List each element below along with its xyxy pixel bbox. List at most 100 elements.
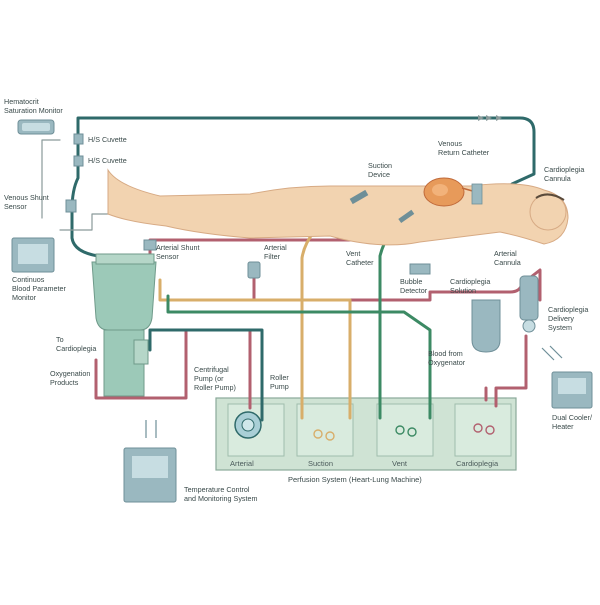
cardioplegia-delivery-line bbox=[494, 334, 528, 408]
reservoir-lid-icon bbox=[95, 253, 155, 265]
label-roller-pump-1: Roller bbox=[270, 373, 289, 382]
label-arterial-shunt-2: Sensor bbox=[156, 252, 179, 261]
patient-figure bbox=[107, 168, 569, 246]
double-arrow-icon bbox=[145, 420, 157, 438]
hematocrit-display-icon bbox=[22, 123, 50, 131]
label-venous-shunt-2: Sensor bbox=[4, 202, 27, 211]
cardioplegia-line bbox=[252, 268, 542, 302]
perfusion-machine: Arterial Suction Vent Cardioplegia bbox=[215, 397, 517, 471]
label-vent-catheter-2: Catheter bbox=[346, 258, 374, 267]
pump-to-oxygenator-line bbox=[148, 328, 264, 422]
suction-device-icon bbox=[349, 189, 369, 205]
hs-cuvette-1-icon bbox=[73, 133, 84, 145]
dual-cooler-screen-icon bbox=[558, 378, 586, 394]
bubble-detector-icon bbox=[409, 263, 431, 275]
label-to-cardioplegia-1: To bbox=[56, 335, 64, 344]
label-venous-return-1: Venous bbox=[438, 139, 462, 148]
cardioplegia-pump-roller-icon bbox=[485, 425, 495, 435]
label-arterial-filter-1: Arterial bbox=[264, 243, 287, 252]
label-bubble-detector-1: Bubble bbox=[400, 277, 422, 286]
label-dual-cooler-2: Heater bbox=[552, 422, 574, 431]
label-hematocrit-1: Hematocrit bbox=[4, 97, 39, 106]
temperature-screen-icon bbox=[132, 456, 168, 478]
label-blood-from-oxygenator-1: Blood from bbox=[428, 349, 463, 358]
label-suction-device-1: Suction bbox=[368, 161, 392, 170]
label-cardioplegia-delivery-1: Cardioplegia bbox=[548, 305, 588, 314]
label-blood-monitor-1: Continuos bbox=[12, 275, 45, 284]
cardioplegia-delivery-icon bbox=[519, 275, 539, 321]
vent-catheter-icon bbox=[398, 209, 415, 224]
cardioplegia-pump-icon bbox=[473, 423, 483, 433]
label-perfusion-system: Perfusion System (Heart-Lung Machine) bbox=[288, 475, 422, 484]
label-to-cardioplegia-2: Cardioplegia bbox=[56, 344, 96, 353]
label-temperature-2: and Monitoring System bbox=[184, 494, 258, 503]
flow-arrows bbox=[478, 115, 502, 121]
label-centrifugal-pump-1: Centrifugal bbox=[194, 365, 229, 374]
label-blood-from-oxygenator-2: Oxygenator bbox=[428, 358, 466, 367]
label-venous-return-2: Return Catheter bbox=[438, 148, 490, 157]
vent-line bbox=[378, 220, 406, 420]
label-oxygenation-1: Oxygenation bbox=[50, 369, 90, 378]
double-arrow-icon bbox=[486, 115, 492, 121]
suction-pump-icon bbox=[313, 429, 323, 439]
label-cardioplegia-delivery-2: Delivery bbox=[548, 314, 574, 323]
patient-body bbox=[107, 168, 569, 246]
venous-shunt-cable bbox=[59, 213, 111, 231]
label-temperature-1: Temperature Control bbox=[184, 485, 250, 494]
label-arterial-shunt-1: Arterial Shunt bbox=[156, 243, 200, 252]
arterial-filter-icon bbox=[247, 261, 261, 279]
label-roller-pump-2: Pump bbox=[270, 382, 289, 391]
cardioplegia-chamber-icon bbox=[522, 319, 536, 333]
label-blood-monitor-3: Monitor bbox=[12, 293, 37, 302]
label-arterial-cannula-1: Arterial bbox=[494, 249, 517, 258]
label-bubble-detector-2: Detector bbox=[400, 286, 428, 295]
label-venous-shunt-1: Venous Shunt bbox=[4, 193, 49, 202]
blood-from-oxygenator-line bbox=[166, 294, 432, 420]
reservoir-icon bbox=[91, 261, 157, 331]
patient-head bbox=[529, 193, 567, 231]
devices bbox=[11, 119, 593, 503]
label-cardioplegia-solution-2: Solution bbox=[450, 286, 476, 295]
label-cardioplegia-cannula-1: Cardioplegia bbox=[544, 165, 584, 174]
centrifugal-pump-hub-icon bbox=[241, 418, 255, 432]
double-arrow-icon bbox=[541, 345, 563, 361]
label-cardioplegia-cannula-2: Cannula bbox=[544, 174, 571, 183]
oxygenator-outflow-line bbox=[94, 328, 252, 410]
hematocrit-cable bbox=[41, 139, 61, 219]
venous-return-line bbox=[76, 116, 536, 186]
label-cardioplegia-solution-1: Cardioplegia bbox=[450, 277, 490, 286]
cardioplegia-solution-bag-icon bbox=[471, 299, 501, 353]
label-hematocrit-2: Saturation Monitor bbox=[4, 106, 63, 115]
cardioplegia-section bbox=[454, 403, 512, 457]
oxygenator-heat-exchanger-icon bbox=[133, 339, 149, 365]
label-centrifugal-pump-2: Pump (or bbox=[194, 374, 224, 383]
vent-section bbox=[376, 403, 434, 457]
venous-shunt-sensor-icon bbox=[65, 199, 77, 213]
vent-pump-icon bbox=[395, 425, 405, 435]
labels: Hematocrit Saturation Monitor H/S Cuvett… bbox=[4, 97, 592, 503]
label-vent-catheter-1: Vent bbox=[346, 249, 360, 258]
hs-cuvette-2-icon bbox=[73, 155, 84, 167]
machine-section-label-vent: Vent bbox=[392, 459, 408, 468]
label-centrifugal-pump-3: Roller Pump) bbox=[194, 383, 236, 392]
suction-section bbox=[296, 403, 354, 457]
suction-pump-roller-icon bbox=[325, 431, 335, 441]
label-cardioplegia-delivery-3: System bbox=[548, 323, 572, 332]
label-blood-monitor-2: Blood Parameter bbox=[12, 284, 67, 293]
heart-highlight-icon bbox=[432, 184, 448, 196]
machine-section-label-suction: Suction bbox=[308, 459, 333, 468]
label-arterial-filter-2: Filter bbox=[264, 252, 281, 261]
label-oxygenation-2: Products bbox=[50, 378, 79, 387]
patient-hair bbox=[535, 193, 565, 201]
label-hs-cuvette-2: H/S Cuvette bbox=[88, 156, 127, 165]
label-dual-cooler-1: Dual Cooler/ bbox=[552, 413, 592, 422]
label-arterial-cannula-2: Cannula bbox=[494, 258, 521, 267]
double-arrow-icon bbox=[496, 115, 502, 121]
machine-section-label-cardioplegia: Cardioplegia bbox=[456, 459, 499, 468]
blood-parameter-screen-icon bbox=[18, 244, 48, 264]
label-suction-device-2: Device bbox=[368, 170, 390, 179]
vent-pump-roller-icon bbox=[407, 427, 417, 437]
suction-return-line bbox=[158, 278, 352, 420]
